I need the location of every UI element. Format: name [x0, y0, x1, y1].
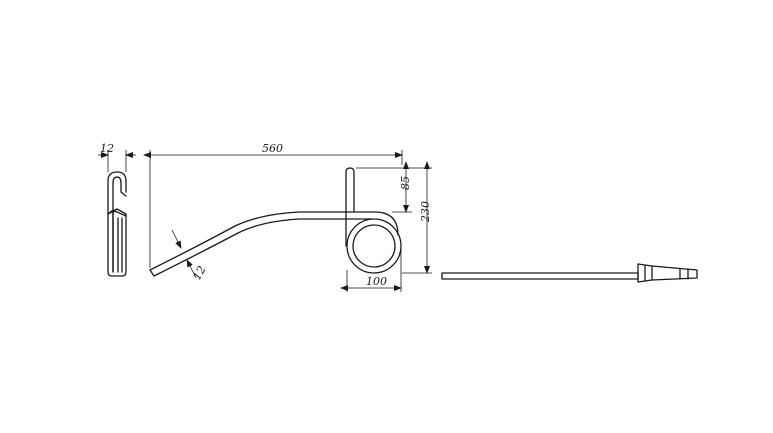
dim-line — [186, 259, 197, 279]
dim-label-upper-height: 85 — [399, 176, 412, 190]
dim-line — [171, 229, 182, 249]
dim-label-wire-side: 12 — [100, 142, 114, 155]
dim-label-coil-width: 100 — [366, 275, 387, 288]
front-view: 560 12 85 230 100 — [143, 142, 432, 292]
dim-label-overall-length: 560 — [262, 142, 283, 155]
top-view — [441, 263, 698, 283]
dim-label-wire-main: 12 — [190, 264, 208, 282]
side-view: 12 — [98, 142, 136, 277]
dim-label-total-height: 230 — [419, 201, 432, 223]
